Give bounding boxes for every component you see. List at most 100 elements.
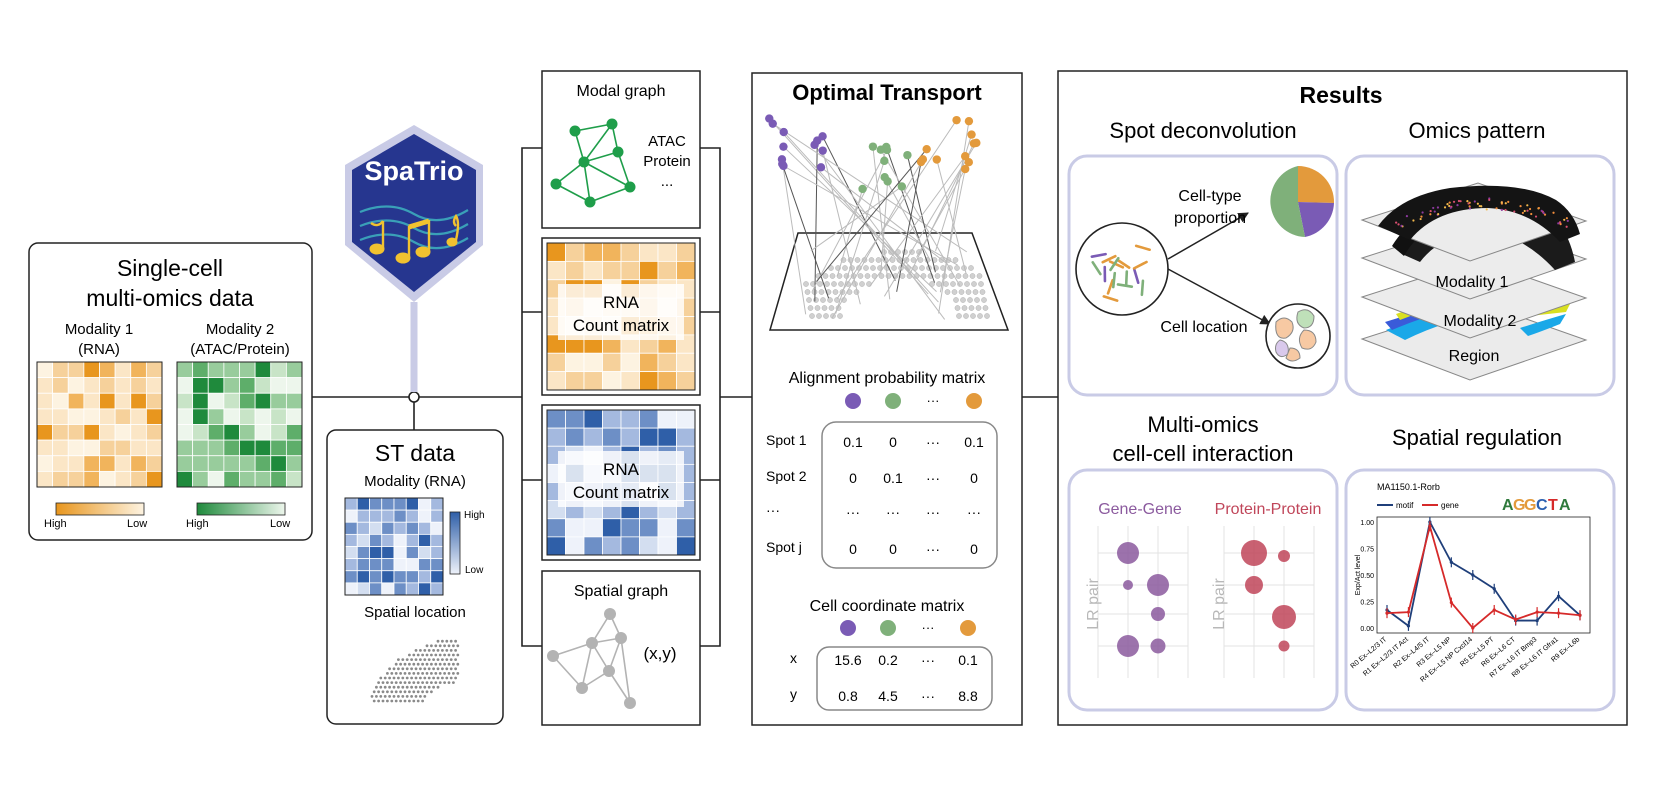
apm-cell: ··· xyxy=(967,504,981,520)
spot xyxy=(975,305,982,311)
orange-matrix-cell xyxy=(676,242,696,262)
orange-matrix-cell xyxy=(583,260,603,281)
blue-matrix-cell xyxy=(602,536,622,556)
st-heatmap-cell xyxy=(405,521,419,535)
spatial-regulation-box xyxy=(1344,468,1616,712)
st-heatmap-cell xyxy=(369,570,383,584)
point-gene xyxy=(1449,600,1453,605)
tissue-spot xyxy=(408,653,411,657)
y-tick-label: 0.00 xyxy=(1360,626,1374,633)
transport-line xyxy=(869,155,966,287)
spot xyxy=(842,265,848,271)
tissue-spot xyxy=(441,639,444,643)
rna-heatmap-cell xyxy=(130,424,147,441)
point-gene xyxy=(1428,524,1432,528)
rna-heatmap-cell xyxy=(83,408,100,425)
expression-speck xyxy=(1433,210,1436,213)
spot xyxy=(944,289,951,295)
st-heatmap-cell xyxy=(356,509,370,523)
tissue-spot xyxy=(434,644,438,648)
orange-matrix-cell xyxy=(602,242,622,262)
rna-heatmap-cell xyxy=(67,424,85,441)
tissue-spot xyxy=(410,695,413,698)
tissue-spot xyxy=(379,695,383,698)
ccm-header-dot xyxy=(960,620,976,636)
tissue-spot xyxy=(436,658,440,661)
rna-heatmap-cell xyxy=(52,439,69,457)
tissue-spot xyxy=(445,667,449,671)
pie-chart-icon xyxy=(1270,166,1335,237)
cell-stick xyxy=(1090,252,1107,258)
tissue-spot xyxy=(383,695,387,698)
ccm-cell: 0.8 xyxy=(838,688,858,704)
tissue-spot xyxy=(423,695,427,698)
tissue-spot xyxy=(419,667,422,671)
spatrio-logo: SpaTrio xyxy=(345,125,483,302)
transport-line xyxy=(939,168,966,293)
rna-heatmap-cell xyxy=(130,377,147,394)
rna-heatmap-cell xyxy=(114,392,132,410)
tissue-spot xyxy=(432,658,435,661)
transport-line xyxy=(883,142,977,297)
tissue-spot xyxy=(412,699,416,703)
spot xyxy=(976,273,983,279)
cell-dot xyxy=(916,157,926,167)
cell-dot xyxy=(779,142,788,151)
expression-speck xyxy=(1528,207,1532,211)
tissue-spot xyxy=(449,649,453,652)
tissue-spot xyxy=(383,676,387,680)
tissue-spot xyxy=(392,695,396,698)
gene-gene-label: Gene-Gene xyxy=(1098,501,1182,518)
expression-speck xyxy=(1485,208,1488,211)
tissue-spot xyxy=(388,667,391,671)
st-heatmap-cell xyxy=(393,558,407,572)
tissue-spot xyxy=(421,699,424,703)
expression-speck xyxy=(1513,210,1516,213)
cell-dot xyxy=(779,127,788,137)
transport-line xyxy=(820,166,948,265)
atac-heatmap-cell xyxy=(192,392,209,410)
st-heatmap-cell xyxy=(393,533,407,547)
rna-heatmap-cell xyxy=(67,392,85,410)
rna-heatmap-cell xyxy=(99,408,116,425)
st-heatmap-cell xyxy=(393,546,407,560)
ccm-title: Cell coordinate matrix xyxy=(810,598,965,615)
expression-speck xyxy=(1420,215,1423,218)
atac-heatmap-cell xyxy=(223,424,240,441)
svg-text:G: G xyxy=(1524,497,1536,514)
spot xyxy=(875,257,882,263)
point-gene xyxy=(1492,608,1496,612)
ot-title: Optimal Transport xyxy=(792,80,982,105)
tissue-spot xyxy=(392,667,396,671)
st-heatmap-cell xyxy=(356,497,370,511)
rna-heatmap-cell xyxy=(83,377,100,394)
blue-matrix-cell xyxy=(565,536,585,556)
tissue-spot xyxy=(401,695,405,698)
apm-cell: 0 xyxy=(970,541,978,557)
transport-line xyxy=(936,159,967,274)
spot xyxy=(910,257,917,263)
tissue-spot xyxy=(427,676,431,680)
blue-matrix-cell xyxy=(546,427,566,447)
tissue-spot xyxy=(441,649,444,652)
rna-heatmap-cell xyxy=(67,470,85,488)
graph-column: Modal graph ATAC Protein ... RNA Count m… xyxy=(541,70,701,726)
rna-heatmap-cell xyxy=(99,377,116,394)
expression-speck xyxy=(1429,213,1432,216)
spot xyxy=(807,305,814,311)
rna-heatmap-cell xyxy=(130,470,147,488)
rna-heatmap-cell xyxy=(130,408,147,425)
atac-heatmap-cell xyxy=(192,361,209,379)
expression-speck xyxy=(1429,209,1432,213)
cell-dot xyxy=(952,115,961,125)
blue-matrix-cell xyxy=(639,536,659,556)
spot xyxy=(818,289,825,295)
expression-speck xyxy=(1530,212,1533,216)
tissue-spot xyxy=(394,699,398,703)
atac-heatmap-cell xyxy=(223,439,240,457)
tissue-spot xyxy=(412,681,416,684)
atac-heatmap-cell xyxy=(285,470,303,488)
transport-line xyxy=(896,161,922,292)
blue-matrix-cell xyxy=(602,518,622,538)
tissue-spot xyxy=(386,681,389,684)
